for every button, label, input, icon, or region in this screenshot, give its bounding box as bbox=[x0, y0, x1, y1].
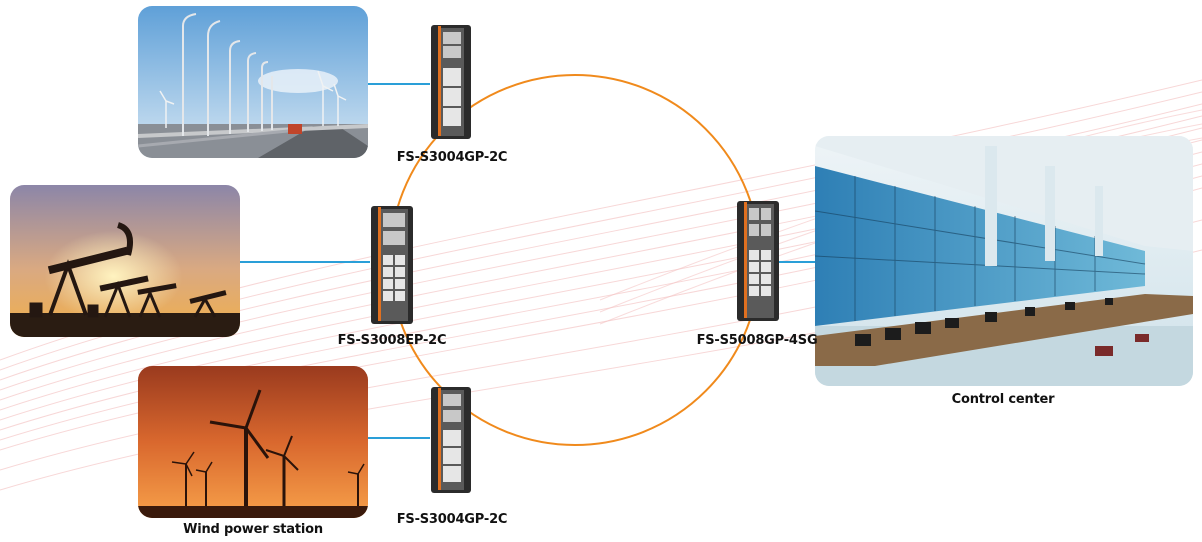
oilfield-photo bbox=[10, 185, 240, 337]
switch-label-right: FS-S5008GP-4SG bbox=[696, 333, 818, 348]
control-center-photo bbox=[815, 136, 1193, 386]
switch-label-bottom: FS-S3004GP-2C bbox=[396, 512, 508, 527]
switch-device-bottom bbox=[431, 387, 471, 493]
wind-photo bbox=[138, 366, 368, 518]
switch-device-top bbox=[431, 25, 471, 139]
highway-photo bbox=[138, 6, 368, 158]
control-center-caption: Control center bbox=[951, 392, 1055, 407]
wind-power-caption: Wind power station bbox=[183, 522, 323, 537]
switch-device-right bbox=[737, 201, 779, 321]
switch-label-left: FS-S3008EP-2C bbox=[337, 333, 447, 348]
switch-device-left bbox=[371, 206, 413, 324]
switch-label-top: FS-S3004GP-2C bbox=[396, 150, 508, 165]
